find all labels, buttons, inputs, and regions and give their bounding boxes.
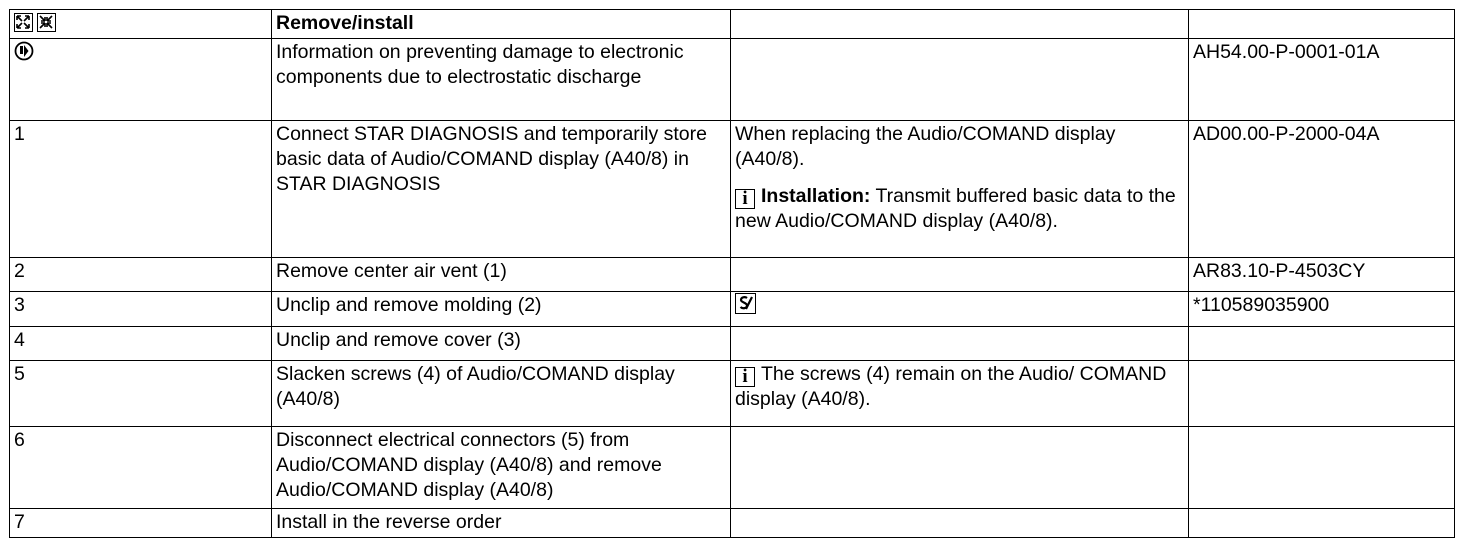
step-number: 4: [9, 326, 272, 361]
step-ref-empty: [1188, 326, 1455, 361]
esd-warning-icon: [14, 41, 34, 61]
table-row: Information on preventing damage to elec…: [9, 38, 1455, 121]
step-ref-empty: [1188, 360, 1455, 427]
step-number: 1: [9, 120, 272, 258]
step-text: Install in the reverse order: [271, 508, 731, 538]
step-ref-empty: [1188, 508, 1455, 538]
step-cell: [9, 38, 272, 121]
step-text: Unclip and remove molding (2): [271, 291, 731, 327]
header-row: Remove/install: [9, 9, 1455, 39]
table-row: 6 Disconnect electrical connectors (5) f…: [9, 426, 1455, 509]
step-ref-link[interactable]: AH54.00-P-0001-01A: [1188, 38, 1455, 121]
installation-note: i Installation: Transmit buffered basic d…: [735, 184, 1184, 234]
special-tool-icon[interactable]: [735, 293, 756, 314]
header-icons-cell: [9, 9, 272, 39]
table-row: 3 Unclip and remove molding (2) *1105890…: [9, 291, 1455, 327]
step-note-text: When replacing the Audio/COMAND display …: [735, 123, 1116, 170]
step-note: [730, 291, 1189, 327]
info-icon: i: [735, 189, 755, 209]
step-note: [730, 326, 1189, 361]
collapse-all-icon[interactable]: [37, 13, 56, 32]
step-text: Unclip and remove cover (3): [271, 326, 731, 361]
step-text: Information on preventing damage to elec…: [271, 38, 731, 121]
table-row: 1 Connect STAR DIAGNOSIS and temporarily…: [9, 120, 1455, 258]
step-note-text: The screws (4) remain on the Audio/ COMA…: [735, 363, 1167, 410]
step-ref-link[interactable]: AR83.10-P-4503CY: [1188, 257, 1455, 292]
step-number: 5: [9, 360, 272, 427]
step-text: Slacken screws (4) of Audio/COMAND displ…: [271, 360, 731, 427]
step-ref-link[interactable]: *110589035900: [1188, 291, 1455, 327]
table-row: 5 Slacken screws (4) of Audio/COMAND dis…: [9, 360, 1455, 427]
procedure-table: Remove/install Information on preventing…: [9, 9, 1455, 538]
step-number: 2: [9, 257, 272, 292]
installation-text: Transmit buffered basic data to the new …: [735, 185, 1176, 232]
procedure-table-wrapper: Remove/install Information on preventing…: [9, 9, 1455, 538]
step-note: When replacing the Audio/COMAND display …: [730, 120, 1189, 258]
step-note: [730, 38, 1189, 121]
step-number: 6: [9, 426, 272, 509]
table-row: 2 Remove center air vent (1) AR83.10-P-4…: [9, 257, 1455, 292]
table-row: 4 Unclip and remove cover (3): [9, 326, 1455, 361]
header-title: Remove/install: [271, 9, 731, 39]
installation-label: Installation:: [761, 185, 871, 207]
table-row: 7 Install in the reverse order: [9, 508, 1455, 538]
header-empty-ref: [1188, 9, 1455, 39]
step-text: Disconnect electrical connectors (5) fro…: [271, 426, 731, 509]
step-ref-empty: [1188, 426, 1455, 509]
step-ref-link[interactable]: AD00.00-P-2000-04A: [1188, 120, 1455, 258]
step-text: Remove center air vent (1): [271, 257, 731, 292]
step-text: Connect STAR DIAGNOSIS and temporarily s…: [271, 120, 731, 258]
expand-all-icon[interactable]: [14, 13, 33, 32]
step-note: [730, 508, 1189, 538]
step-note: [730, 257, 1189, 292]
step-number: 3: [9, 291, 272, 327]
info-icon: i: [735, 367, 755, 387]
step-note: [730, 426, 1189, 509]
step-number: 7: [9, 508, 272, 538]
header-empty-note: [730, 9, 1189, 39]
